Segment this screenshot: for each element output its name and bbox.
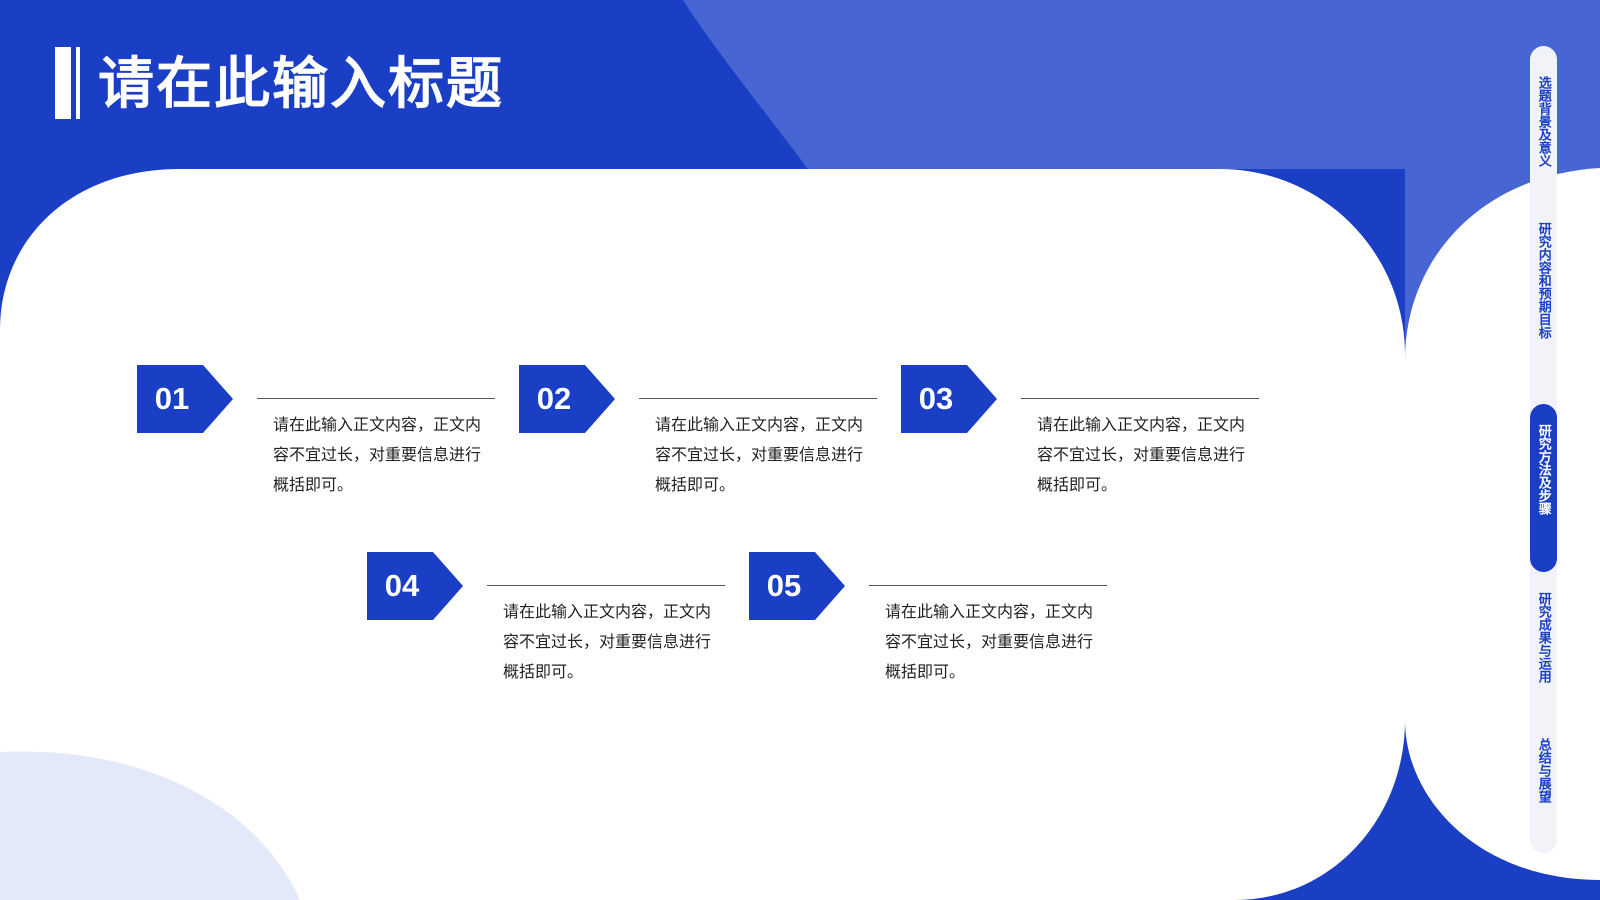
step-divider: [257, 398, 495, 399]
nav-item-label: 总结与展望: [1536, 738, 1552, 803]
nav-item-label: 研究方法及步骤: [1536, 424, 1552, 515]
step-badge: 05: [749, 552, 845, 620]
step-02: 02 请在此输入正文内容，正文内容不宜过长，对重要信息进行概括即可。: [519, 365, 879, 505]
title-accent-line: [76, 47, 80, 119]
nav-item-methods[interactable]: 研究方法及步骤: [1530, 404, 1557, 572]
chevron-arrow-icon: [137, 365, 233, 433]
step-divider: [1021, 398, 1259, 399]
nav-item-content[interactable]: 研究内容和预期目标: [1530, 222, 1557, 392]
step-badge: 02: [519, 365, 615, 433]
step-description: 请在此输入正文内容，正文内容不宜过长，对重要信息进行概括即可。: [655, 417, 864, 494]
step-number: 03: [918, 381, 954, 416]
step-divider: [487, 585, 725, 586]
step-number: 05: [766, 568, 802, 603]
step-description: 请在此输入正文内容，正文内容不宜过长，对重要信息进行概括即可。: [885, 604, 1094, 681]
chevron-arrow-icon: [519, 365, 615, 433]
step-badge: 03: [901, 365, 997, 433]
step-number: 02: [536, 381, 572, 416]
page-title: 请在此输入标题: [98, 52, 504, 115]
chevron-arrow-icon: [749, 552, 845, 620]
nav-item-label: 选题背景及意义: [1536, 76, 1552, 167]
nav-item-label: 研究内容和预期目标: [1536, 222, 1552, 339]
step-number: 01: [154, 381, 190, 416]
step-divider: [869, 585, 1107, 586]
step-04: 04 请在此输入正文内容，正文内容不宜过长，对重要信息进行概括即可。: [367, 552, 727, 692]
step-description: 请在此输入正文内容，正文内容不宜过长，对重要信息进行概括即可。: [273, 417, 482, 494]
step-number: 04: [384, 568, 420, 603]
step-divider: [639, 398, 877, 399]
step-03: 03 请在此输入正文内容，正文内容不宜过长，对重要信息进行概括即可。: [901, 365, 1261, 505]
nav-item-background[interactable]: 选题背景及意义: [1530, 76, 1557, 211]
title-accent-bar: [55, 47, 71, 119]
section-sidebar-nav: 选题背景及意义 研究内容和预期目标 研究方法及步骤 研究成果与运用 总结与展望: [1530, 46, 1557, 853]
step-badge: 01: [137, 365, 233, 433]
chevron-arrow-icon: [901, 365, 997, 433]
step-badge: 04: [367, 552, 463, 620]
step-description: 请在此输入正文内容，正文内容不宜过长，对重要信息进行概括即可。: [503, 604, 712, 681]
nav-item-summary[interactable]: 总结与展望: [1530, 738, 1557, 838]
step-01: 01 请在此输入正文内容，正文内容不宜过长，对重要信息进行概括即可。: [137, 365, 497, 505]
nav-item-results[interactable]: 研究成果与运用: [1530, 592, 1557, 727]
nav-item-label: 研究成果与运用: [1536, 592, 1552, 683]
step-05: 05 请在此输入正文内容，正文内容不宜过长，对重要信息进行概括即可。: [749, 552, 1109, 692]
step-description: 请在此输入正文内容，正文内容不宜过长，对重要信息进行概括即可。: [1037, 417, 1246, 494]
chevron-arrow-icon: [367, 552, 463, 620]
